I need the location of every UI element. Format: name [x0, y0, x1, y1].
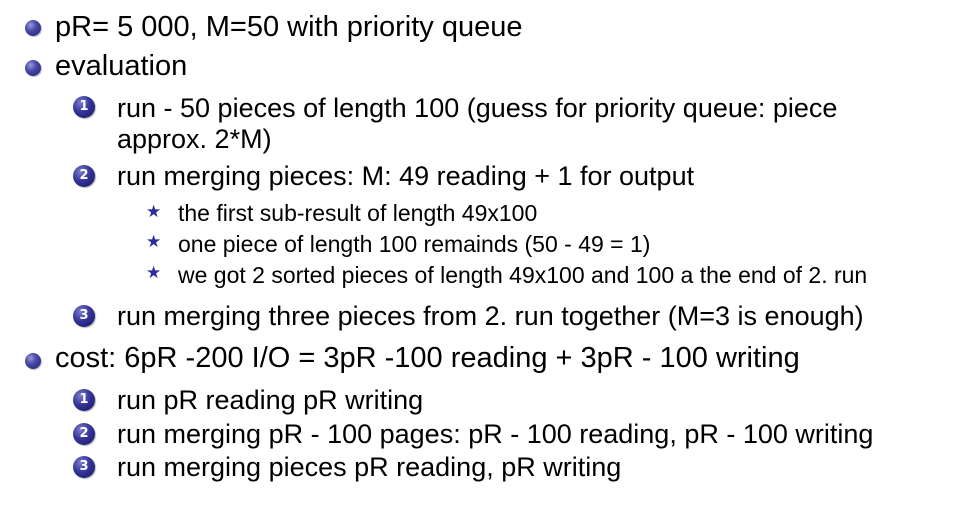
step-text: run merging three pieces from 2. run tog… [117, 301, 864, 331]
subitem-text: the first sub-result of length 49x100 [178, 200, 538, 226]
numbered-ball-icon: 1 [73, 96, 95, 118]
step-text: run - 50 pieces of length 100 (guess for… [117, 93, 838, 123]
bullet-dot-icon [25, 60, 41, 76]
step-text: run merging pieces: M: 49 reading + 1 fo… [117, 161, 695, 191]
numbered-ball-icon: 3 [73, 456, 95, 478]
star-icon: ★ [146, 232, 162, 252]
bullet-dot-icon [25, 20, 41, 36]
numbered-ball-icon: 2 [73, 165, 95, 187]
numbered-ball-icon: 1 [73, 389, 95, 411]
numbered-ball-icon: 3 [73, 305, 95, 327]
bullet-dot-icon [25, 353, 41, 369]
step-text: run pR reading pR writing [117, 385, 424, 415]
step-text: run merging pieces pR reading, pR writin… [117, 452, 622, 482]
star-icon: ★ [146, 202, 162, 222]
subitem-text: we got 2 sorted pieces of length 49x100 … [178, 262, 868, 288]
step-text-continued: approx. 2*M) [117, 124, 272, 154]
subitem-text: one piece of length 100 remainds (50 - 4… [178, 231, 651, 257]
numbered-ball-icon: 2 [73, 423, 95, 445]
step-text: run merging pR - 100 pages: pR - 100 rea… [117, 419, 874, 449]
star-icon: ★ [146, 263, 162, 283]
bullet-item-text: cost: 6pR -200 I/O = 3pR -100 reading + … [55, 342, 800, 374]
bullet-item-text: evaluation [55, 50, 188, 82]
bullet-item-text: pR= 5 000, M=50 with priority queue [55, 11, 523, 43]
